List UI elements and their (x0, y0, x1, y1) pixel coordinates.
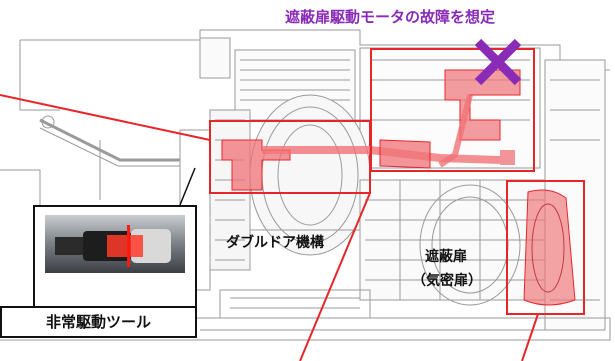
double-door-label: ダブルドア機構 (226, 235, 324, 251)
tool-pointer-line (179, 167, 196, 206)
emergency-tool-label: 非常駆動ツール (0, 306, 197, 338)
shield-door-pointer-line (521, 313, 539, 361)
shield-door-label: 遮蔽扉 (425, 249, 467, 265)
double-door-pointer-line (299, 192, 371, 361)
tool-photo (45, 215, 185, 273)
failure-cross-icon (474, 38, 522, 86)
motor-highlight (370, 48, 535, 172)
shield-door-sublabel: （気密扉） (412, 273, 482, 289)
shield-door-highlight (506, 180, 585, 315)
tool-photo-inset (33, 205, 197, 312)
diagram-title: 遮蔽扉駆動モータの故障を想定 (285, 8, 496, 26)
left-pointer-line (0, 94, 211, 141)
